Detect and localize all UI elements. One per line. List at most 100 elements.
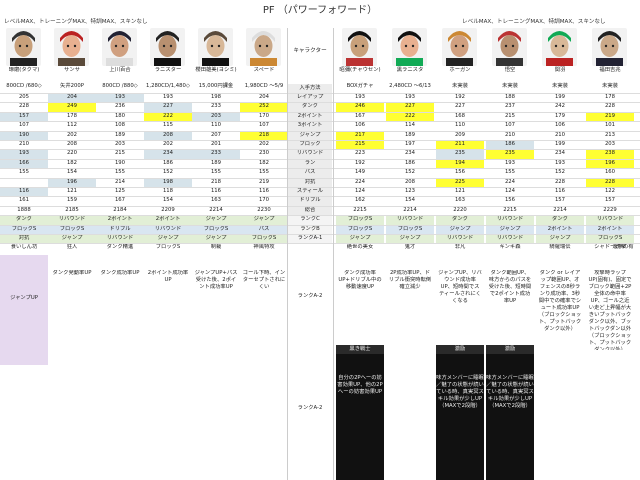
stat-cell: 149	[354, 169, 366, 176]
condition-note-right: レベルMAX、トレーニングMAX、特訓MAX、スキンなし	[462, 19, 606, 25]
stat-cell: 160	[604, 169, 616, 176]
stat-cell: 252	[240, 102, 288, 112]
stat-cell: 152	[162, 169, 174, 176]
stat-cell: 156	[454, 169, 466, 176]
stat-cell: 215	[336, 140, 384, 150]
skill-title: 絶世の美女	[346, 244, 374, 251]
rank-skill-cell: 2ポイント	[96, 215, 144, 225]
stat-cell: 154	[404, 197, 416, 204]
stat-cell: 157	[604, 197, 616, 204]
stat-cell	[0, 178, 48, 187]
stat-cell: 116	[0, 187, 48, 197]
stat-cell: 223	[354, 150, 366, 157]
stat-cell: 2184	[113, 206, 127, 213]
stat-cell: 202	[162, 141, 174, 147]
grid-line	[0, 215, 640, 217]
stat-cell: 2215	[503, 206, 517, 213]
skill-title: 神風特攻	[253, 244, 275, 251]
stat-cell: 215	[504, 112, 516, 119]
stat-cell: 249	[48, 102, 96, 112]
acquisition-method: 未実装	[552, 83, 568, 89]
stat-cell: 190	[0, 130, 48, 140]
stat-cell: 189	[114, 131, 126, 138]
rank-skill-cell: ブロックS	[192, 224, 240, 234]
portrait-image	[392, 28, 427, 66]
skill-title: 非凡	[454, 244, 466, 251]
skill-title: ブロックS	[155, 244, 181, 251]
stat-cell: 167	[354, 112, 366, 119]
stat-cell: 112	[66, 122, 78, 129]
stat-cell: 157	[0, 111, 48, 122]
stat-cell: 156	[504, 197, 516, 204]
stat-cell: 178	[66, 112, 78, 119]
stat-cell: 179	[554, 112, 566, 119]
rank-skill-cell: ブロックS	[586, 234, 634, 244]
grid-line	[0, 102, 640, 104]
stat-cell: 107	[258, 122, 270, 129]
stat-cell: 198	[144, 177, 192, 187]
stat-cell: 246	[336, 102, 384, 112]
rank-skill-cell: ジャンプ	[48, 234, 96, 244]
portrait-image	[150, 28, 185, 66]
stat-cell: 155	[258, 169, 270, 176]
grid-line	[0, 234, 640, 235]
stat-cell: 182	[258, 159, 270, 166]
stat-cell: 188	[504, 94, 516, 100]
grid-line	[0, 149, 640, 151]
stat-cell: 204	[258, 94, 270, 100]
stat-row-label: 対抗	[288, 177, 332, 187]
stat-cell: 116	[554, 188, 566, 194]
rank-a2-title: 黒き戦士	[336, 345, 384, 354]
stat-cell: 199	[554, 94, 566, 100]
stat-cell: 192	[454, 94, 466, 100]
stat-row-label: ラン	[288, 158, 332, 169]
stat-cell: 203	[192, 111, 240, 122]
rank-skill-cell: ジャンプ	[192, 215, 240, 225]
stat-cell: 233	[192, 149, 240, 159]
portrait-image	[492, 28, 527, 66]
stat-cell: 203	[604, 141, 616, 147]
stat-row-label: 総合	[288, 205, 332, 216]
stat-cell: 152	[404, 169, 416, 176]
stat-cell: 190	[114, 159, 126, 166]
rank-skill-cell: ブロックS	[336, 215, 384, 225]
rank-skill-cell: ジャンプ	[486, 224, 534, 234]
acquisition-method: 未実装	[602, 83, 618, 89]
rank-skill-cell: ブロックS	[336, 224, 384, 234]
rank-a2-box: 黒き戦士自分の2Pへーの妨害効果UP、他の2Pへーの妨害効果UP	[336, 345, 384, 480]
skill-title: 選手の有	[612, 244, 634, 251]
stat-cell: 196	[586, 158, 634, 169]
portrait-image	[542, 28, 577, 66]
stat-cell: 155	[114, 169, 126, 176]
stat-cell: 124	[354, 188, 366, 194]
stat-cell: 237	[504, 103, 516, 110]
stat-cell: 2214	[403, 206, 417, 213]
rank-skill-cell: ブロックS	[48, 224, 96, 234]
stat-cell: 193	[554, 159, 566, 166]
stat-cell: 116	[258, 188, 270, 194]
portrait-image	[6, 28, 41, 66]
stat-cell: 193	[162, 94, 174, 100]
stat-cell: 122	[604, 188, 616, 194]
stat-cell: 159	[66, 197, 78, 204]
stat-cell: 167	[114, 197, 126, 204]
stat-cell: 193	[404, 94, 416, 100]
stat-row-label: ダンク	[288, 102, 332, 112]
character-name: スペード	[253, 67, 275, 73]
rank-label: ランクB	[288, 224, 332, 234]
skill-title: ダンク精進	[106, 244, 134, 251]
rank-skill-cell: リバウンド	[96, 234, 144, 244]
portrait-image	[342, 28, 377, 66]
skill-title: 鬼才	[404, 244, 416, 251]
divider	[287, 28, 288, 480]
grid-line	[0, 111, 640, 113]
rank-label: ランクC	[288, 215, 332, 225]
portrait-image	[54, 28, 89, 66]
rank-label: ランクA-1	[288, 234, 332, 244]
rank-a2-box: 激励味方メンバーに睡眠／魅了の状態が続いている時、真実冥スキル効果が少しUP（M…	[436, 345, 484, 480]
rank-skill-cell: ブロックS	[386, 224, 434, 234]
stat-cell: 222	[386, 111, 434, 122]
stat-cell: 228	[18, 103, 30, 110]
stat-cell: 193	[96, 93, 144, 103]
stat-cell: 208	[404, 178, 416, 185]
